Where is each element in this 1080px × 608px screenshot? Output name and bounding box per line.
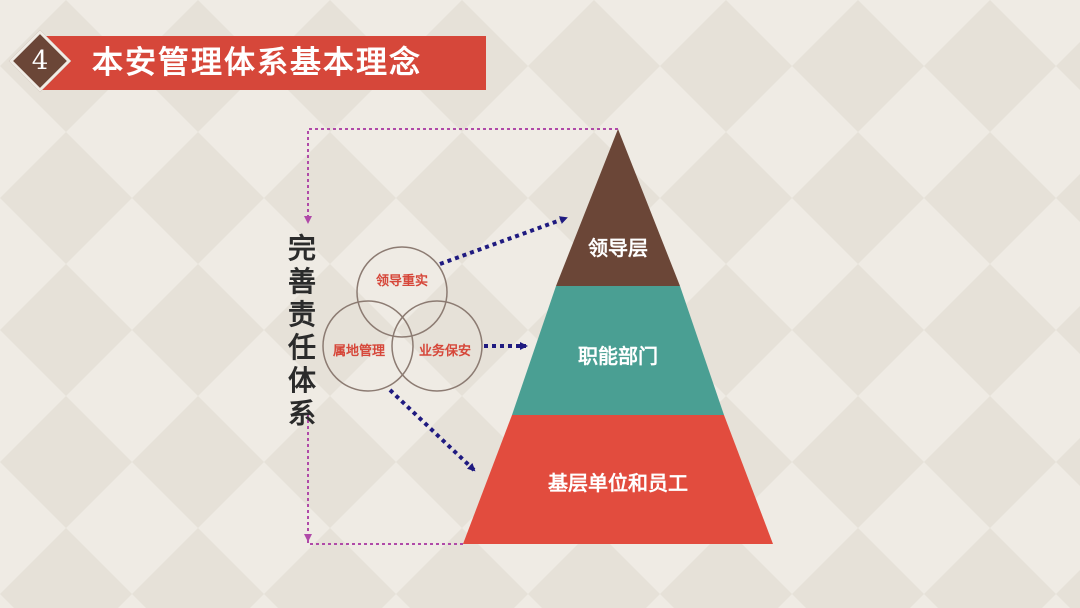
circle-top bbox=[356, 246, 448, 338]
section-number: 4 bbox=[31, 46, 49, 76]
bracket-top-line bbox=[304, 128, 618, 224]
arrow-to-top-layer bbox=[439, 216, 568, 266]
pyramid-middle-layer bbox=[512, 286, 724, 415]
pyramid-bottom-layer bbox=[463, 415, 773, 544]
bracket-bottom-line bbox=[307, 410, 463, 545]
circle-right-label: 业务保安 bbox=[418, 344, 471, 359]
circle-top-label: 领导重实 bbox=[375, 274, 428, 289]
page-title: 本安管理体系基本理念 bbox=[92, 45, 422, 81]
pyramid-middle-label: 职能部门 bbox=[578, 344, 658, 368]
header-bar bbox=[40, 36, 486, 90]
side-char: 系 bbox=[287, 397, 316, 430]
circle-left-label: 属地管理 bbox=[332, 344, 385, 359]
side-char: 体 bbox=[287, 364, 316, 397]
pyramid-top-layer bbox=[556, 129, 680, 286]
pyramid-top-label: 领导层 bbox=[588, 236, 648, 260]
circle-right bbox=[391, 300, 483, 392]
arrow-to-bottom-layer bbox=[388, 388, 476, 472]
side-char: 责 bbox=[287, 298, 316, 331]
side-char: 完 bbox=[287, 232, 316, 265]
side-label-vertical: 完 善 责 任 体 系 bbox=[282, 232, 322, 430]
side-char: 善 bbox=[287, 265, 316, 298]
circle-left bbox=[322, 300, 414, 392]
pyramid-bottom-label: 基层单位和员工 bbox=[548, 471, 688, 495]
side-char: 任 bbox=[287, 331, 316, 364]
